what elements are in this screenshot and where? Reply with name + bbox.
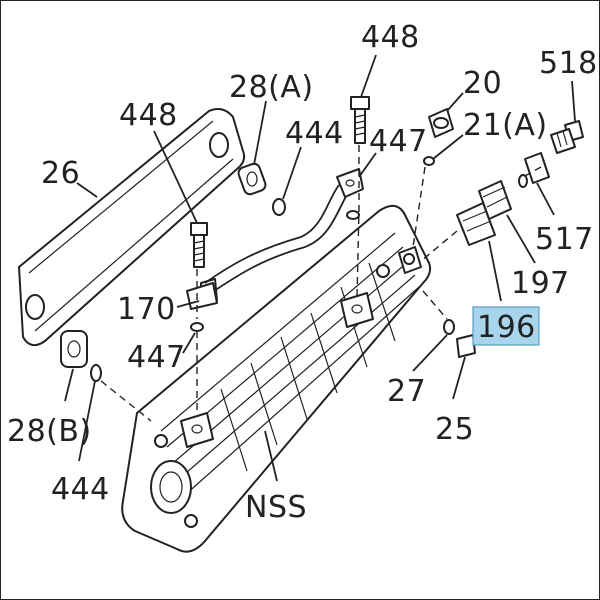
label-28a: 28(A) — [229, 70, 314, 105]
part-518-bolt[interactable] — [550, 120, 584, 154]
leader-lines — [64, 54, 576, 482]
label-27: 27 — [387, 374, 426, 409]
label-448-top: 448 — [361, 20, 420, 55]
part-nss-cooler-body[interactable] — [121, 204, 432, 553]
part-28a-gasket[interactable] — [237, 162, 267, 196]
label-517: 517 — [535, 222, 594, 257]
part-20-plug[interactable] — [428, 108, 454, 138]
label-444-bottom: 444 — [51, 472, 110, 507]
part-27-washer[interactable] — [443, 319, 455, 335]
part-25-nut[interactable] — [456, 334, 476, 358]
label-20: 20 — [463, 66, 502, 101]
label-196: 196 — [477, 310, 536, 345]
label-nss: NSS — [245, 490, 307, 525]
part-26-cover-plate[interactable] — [18, 108, 246, 347]
highlight-box-196 — [472, 306, 540, 346]
label-197: 197 — [511, 266, 570, 301]
part-447-washer-bottom[interactable] — [190, 322, 204, 332]
part-170-pipe[interactable] — [186, 168, 364, 310]
part-444-o-ring-top[interactable] — [272, 198, 286, 216]
part-448-bolt-top[interactable] — [350, 96, 370, 144]
part-196-union-fitting[interactable] — [456, 202, 496, 246]
label-26: 26 — [41, 156, 80, 191]
part-labels: 448 518 28(A) 20 448 444 447 21(A) 26 51… — [7, 20, 598, 525]
label-447-bottom: 447 — [127, 340, 186, 375]
part-21a-washer[interactable] — [423, 156, 435, 166]
part-444-o-ring-bottom[interactable] — [90, 364, 102, 382]
label-170: 170 — [117, 292, 176, 327]
label-444-top: 444 — [285, 116, 344, 151]
label-447-top: 447 — [369, 124, 428, 159]
part-197-fitting[interactable] — [478, 180, 512, 220]
label-448-left: 448 — [119, 98, 178, 133]
part-517-banjo[interactable] — [524, 152, 550, 184]
part-447-washer-top[interactable] — [346, 210, 360, 220]
assembly-dashed-lines — [100, 145, 542, 422]
part-28b-gasket[interactable] — [60, 330, 88, 368]
part-517-seal[interactable] — [518, 174, 528, 188]
label-28b: 28(B) — [7, 414, 92, 449]
part-448-bolt-left[interactable] — [190, 222, 208, 268]
label-25: 25 — [435, 412, 474, 447]
label-518: 518 — [539, 46, 598, 81]
label-21a: 21(A) — [463, 108, 548, 143]
